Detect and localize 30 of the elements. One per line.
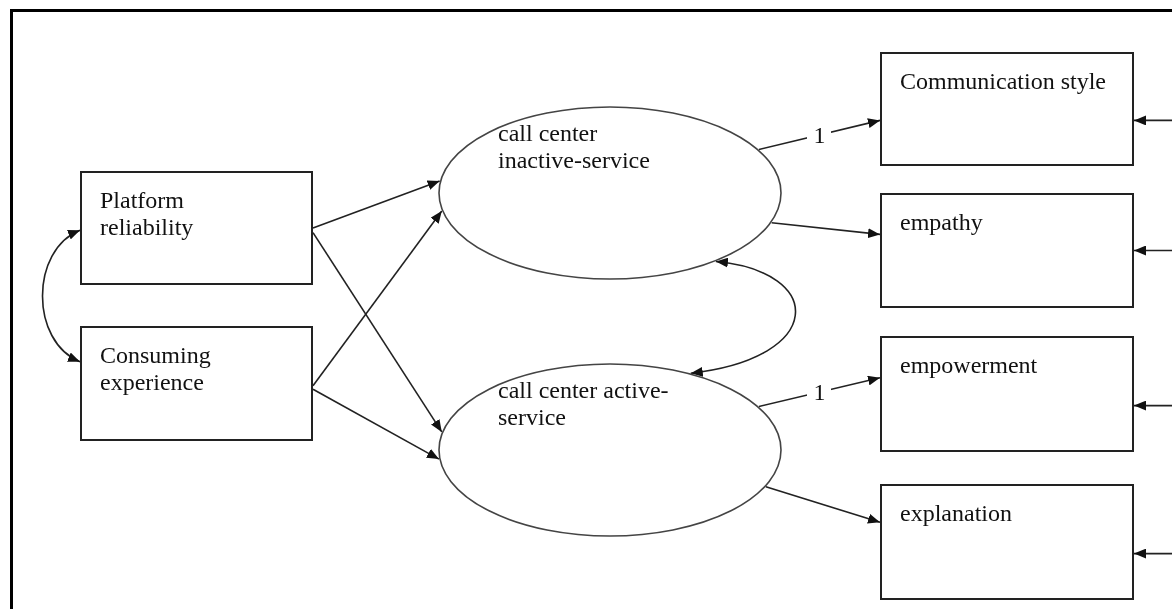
arrow (1133, 245, 1172, 256)
variable-box (880, 193, 1134, 308)
arrow (1133, 400, 1172, 411)
arrow (1133, 548, 1172, 559)
variable-box (80, 171, 313, 285)
arrow (312, 388, 440, 460)
latent-variable-ellipse (438, 106, 782, 280)
arrow (1133, 115, 1172, 126)
arrow (770, 221, 881, 239)
box-label: Consuming experience (100, 342, 212, 396)
arrow (312, 210, 443, 387)
arrow (689, 258, 797, 377)
arrow (765, 485, 881, 524)
box-label: explanation (900, 500, 1013, 527)
box-label: Communication style (900, 68, 1107, 95)
arrow (758, 118, 881, 151)
latent-variable-ellipse (438, 363, 782, 537)
box-label: empowerment (900, 352, 1039, 379)
variable-box (80, 326, 313, 441)
arrow (41, 229, 81, 363)
arrow (758, 375, 881, 408)
variable-box (880, 336, 1134, 452)
ellipse-label: call center inactive-service (498, 120, 651, 174)
arrow (312, 180, 441, 229)
ellipse-label: call center active-service (498, 377, 670, 431)
variable-box (880, 484, 1134, 600)
arrow (312, 231, 443, 433)
box-label: Platform reliability (100, 187, 195, 241)
box-label: empathy (900, 209, 984, 236)
variable-box (880, 52, 1134, 166)
